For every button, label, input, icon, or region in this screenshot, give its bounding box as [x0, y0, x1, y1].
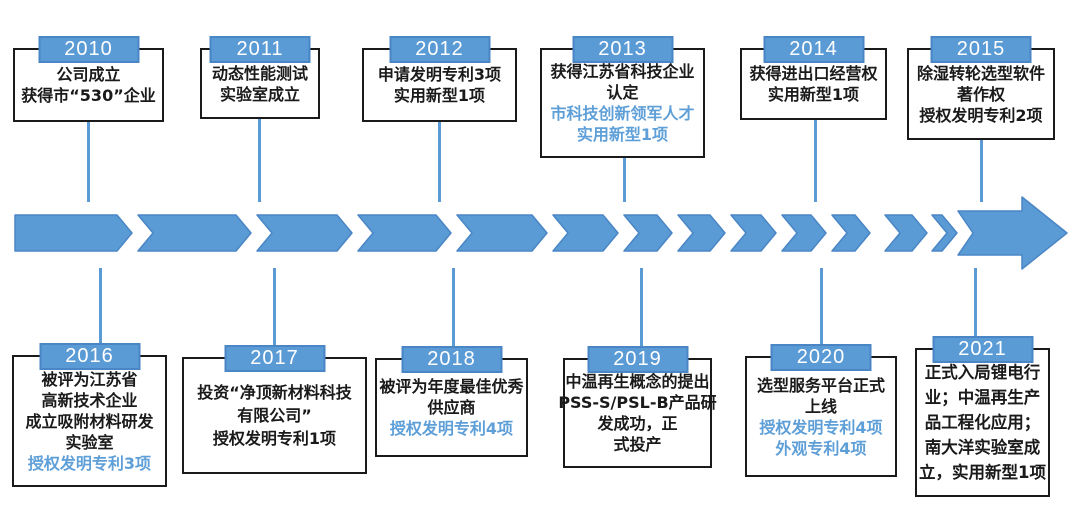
year-badge-2017: 2017	[224, 345, 325, 372]
milestone-text-line: 发成功，正	[597, 414, 678, 433]
chevron-segment	[677, 214, 726, 252]
chevron-segment	[730, 214, 777, 252]
year-badge-2018: 2018	[401, 346, 502, 373]
milestone-text-line: 获得市“530”企业	[21, 86, 156, 105]
milestone-text-line: 动态性能测试	[211, 63, 308, 83]
milestone-text-line: 授权发明专利4项	[759, 417, 883, 437]
milestone-2014: 2014 获得进出口经营权 实用新型1项	[740, 36, 887, 120]
milestone-2018: 2018 被评为年度最佳优秀 供应商 授权发明专利4项	[375, 346, 528, 457]
milestone-2010: 2010 公司成立 获得市“530”企业	[13, 36, 164, 122]
milestone-text-line: 有限公司”	[237, 406, 312, 425]
connector-2017	[273, 268, 276, 357]
milestone-text-line: 实用新型1项	[393, 86, 486, 105]
milestone-text-line: 南大洋实验室成	[924, 438, 1041, 457]
connector-2014	[814, 120, 817, 202]
milestone-text-line: 被评为江苏省	[41, 369, 138, 389]
milestone-text-line: 品工程化应用；	[924, 413, 1041, 432]
milestone-text-line: 式投产	[613, 435, 662, 454]
connector-2016	[99, 268, 102, 355]
connector-2019	[640, 268, 643, 358]
milestone-text-line: 著作权	[956, 84, 1005, 104]
milestone-text-line: 正式入局锂电行	[924, 363, 1041, 382]
milestone-text-line: PSS-S/PSL-B产品研	[558, 393, 717, 412]
connector-2018	[452, 268, 455, 358]
chevron-segment	[137, 214, 252, 252]
milestone-text-line: 授权发明专利4项	[389, 419, 514, 438]
milestone-text-line: 外观专利4项	[775, 438, 867, 458]
milestone-text-line: 上线	[804, 396, 837, 416]
milestone-2020: 2020 选型服务平台正式 上线 授权发明专利4项 外观专利4项	[745, 344, 897, 477]
milestone-text-line: 选型服务平台正式	[756, 375, 885, 395]
chevron-segment	[884, 214, 928, 252]
milestone-text-line: 获得江苏省科技企业	[550, 62, 695, 81]
year-badge-2010: 2010	[38, 36, 139, 63]
year-badge-2013: 2013	[572, 36, 673, 63]
year-badge-2019: 2019	[587, 346, 688, 373]
year-badge-2014: 2014	[763, 36, 864, 63]
connector-2010	[87, 122, 90, 202]
connector-2011	[258, 119, 261, 202]
milestone-2016: 2016 被评为江苏省 高新技术企业 成立吸附材料研发 实验室 授权发明专利3项	[12, 343, 167, 487]
year-badge-2015: 2015	[930, 36, 1032, 63]
milestone-text-line: 业；中温再生产	[924, 388, 1041, 407]
milestone-text-line: 实用新型1项	[576, 125, 669, 144]
milestone-text-line: 认定	[606, 83, 639, 102]
milestone-text-line: 申请发明专利3项	[377, 65, 502, 84]
chevron-segment	[357, 214, 452, 252]
milestone-text-line: 市科技创新领军人才	[550, 104, 695, 123]
milestone-text-line: 立，实用新型1项	[919, 463, 1046, 482]
chevron-segment	[256, 214, 353, 252]
chevron-segment	[456, 214, 548, 252]
milestone-text-line: 高新技术企业	[41, 390, 138, 410]
timeline-arrow	[14, 196, 1068, 270]
connector-2013	[623, 158, 626, 202]
chevron-segment	[552, 214, 619, 252]
milestone-text-line: 授权发明专利1项	[212, 429, 337, 448]
milestone-2012: 2012 申请发明专利3项 实用新型1项	[362, 36, 517, 122]
milestone-text-line: 投资“净顶新材料科技	[197, 383, 352, 402]
milestone-text-line: 成立吸附材料研发	[25, 411, 154, 431]
year-badge-2016: 2016	[39, 343, 140, 370]
chevron-segment	[14, 214, 133, 252]
milestone-2021: 2021 正式入局锂电行 业；中温再生产 品工程化应用； 南大洋实验室成 立，实…	[915, 336, 1050, 497]
milestone-text-line: 获得进出口经营权	[749, 64, 878, 83]
connector-2021	[974, 268, 977, 348]
milestone-text-line: 除湿转轮选型软件	[916, 63, 1045, 83]
milestone-text-line: 实验室	[65, 432, 114, 452]
chevron-segment	[931, 214, 958, 252]
connector-2012	[438, 122, 441, 202]
chevron-segment	[781, 214, 827, 252]
milestone-text-line: 供应商	[427, 398, 476, 417]
year-badge-2012: 2012	[389, 36, 490, 63]
milestone-text-line: 授权发明专利2项	[919, 105, 1043, 125]
milestone-2019: 2019 中温再生概念的提出 PSS-S/PSL-B产品研 发成功，正 式投产	[558, 346, 717, 468]
year-badge-2020: 2020	[770, 344, 872, 371]
arrow-head	[957, 196, 1068, 270]
milestone-text-line: 实用新型1项	[767, 85, 860, 104]
connector-2015	[980, 140, 983, 202]
chevron-segment	[831, 214, 871, 252]
milestone-2015: 2015 除湿转轮选型软件 著作权 授权发明专利2项	[907, 36, 1055, 140]
milestone-text-line: 实验室成立	[219, 84, 300, 104]
connector-2020	[820, 268, 823, 356]
milestone-text-line: 公司成立	[56, 65, 121, 84]
milestone-text-line: 被评为年度最佳优秀	[379, 377, 524, 396]
year-badge-2021: 2021	[932, 336, 1033, 363]
year-badge-2011: 2011	[209, 36, 311, 63]
chevron-segment	[623, 214, 673, 252]
milestone-2017: 2017 投资“净顶新材料科技 有限公司” 授权发明专利1项	[182, 345, 367, 474]
milestone-text-line: 授权发明专利3项	[27, 453, 152, 473]
milestone-2011: 2011 动态性能测试 实验室成立	[200, 36, 320, 119]
milestone-2013: 2013 获得江苏省科技企业 认定 市科技创新领军人才 实用新型1项	[540, 36, 705, 158]
milestone-text-line: 中温再生概念的提出	[565, 372, 710, 391]
